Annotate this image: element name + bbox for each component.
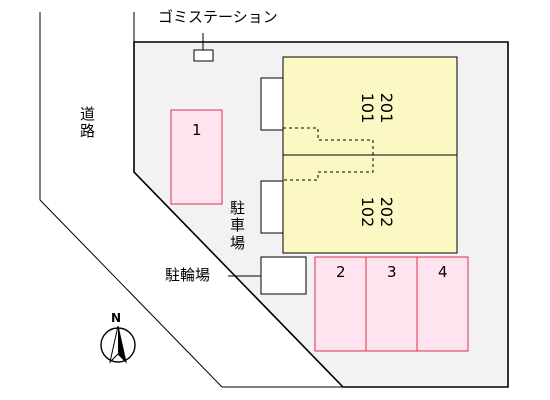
unit-202: 202 xyxy=(377,196,396,228)
parking-char-3: 場 xyxy=(230,233,246,252)
parking-char-2: 車 xyxy=(230,216,246,235)
parking-slot-4-label: 4 xyxy=(438,263,448,281)
parking-slot-3-label: 3 xyxy=(387,263,397,281)
units-upper: 201 101 xyxy=(356,88,396,128)
garbage-station-label: ゴミステーション xyxy=(158,8,278,26)
parking-slot-1 xyxy=(170,109,223,205)
road-char-2: 路 xyxy=(80,122,96,141)
parking-label: 駐 車 場 xyxy=(230,199,246,252)
bicycle-parking-label: 駐輪場 xyxy=(165,266,211,284)
bicycle-parking-box xyxy=(260,256,307,295)
road-char-1: 道 xyxy=(80,105,96,123)
units-lower: 202 102 xyxy=(356,192,396,232)
parking-char-1: 駐 xyxy=(230,199,246,217)
parking-slot-4 xyxy=(416,256,469,352)
parking-slot-3 xyxy=(365,256,418,352)
unit-102: 102 xyxy=(357,196,377,228)
road-label: 道 路 xyxy=(80,105,96,141)
corridor-dashed xyxy=(283,127,374,181)
parking-slot-1-label: 1 xyxy=(192,121,202,139)
entrance-lower xyxy=(260,180,284,234)
north-arrow-icon xyxy=(100,325,136,364)
north-label: N xyxy=(111,311,122,325)
garbage-station-box xyxy=(193,49,214,62)
entrance-upper xyxy=(260,77,284,131)
road-edge-left-diagonal xyxy=(39,199,223,388)
unit-201: 201 xyxy=(377,92,396,124)
unit-101: 101 xyxy=(357,92,377,124)
parking-slot-2-label: 2 xyxy=(336,263,346,281)
